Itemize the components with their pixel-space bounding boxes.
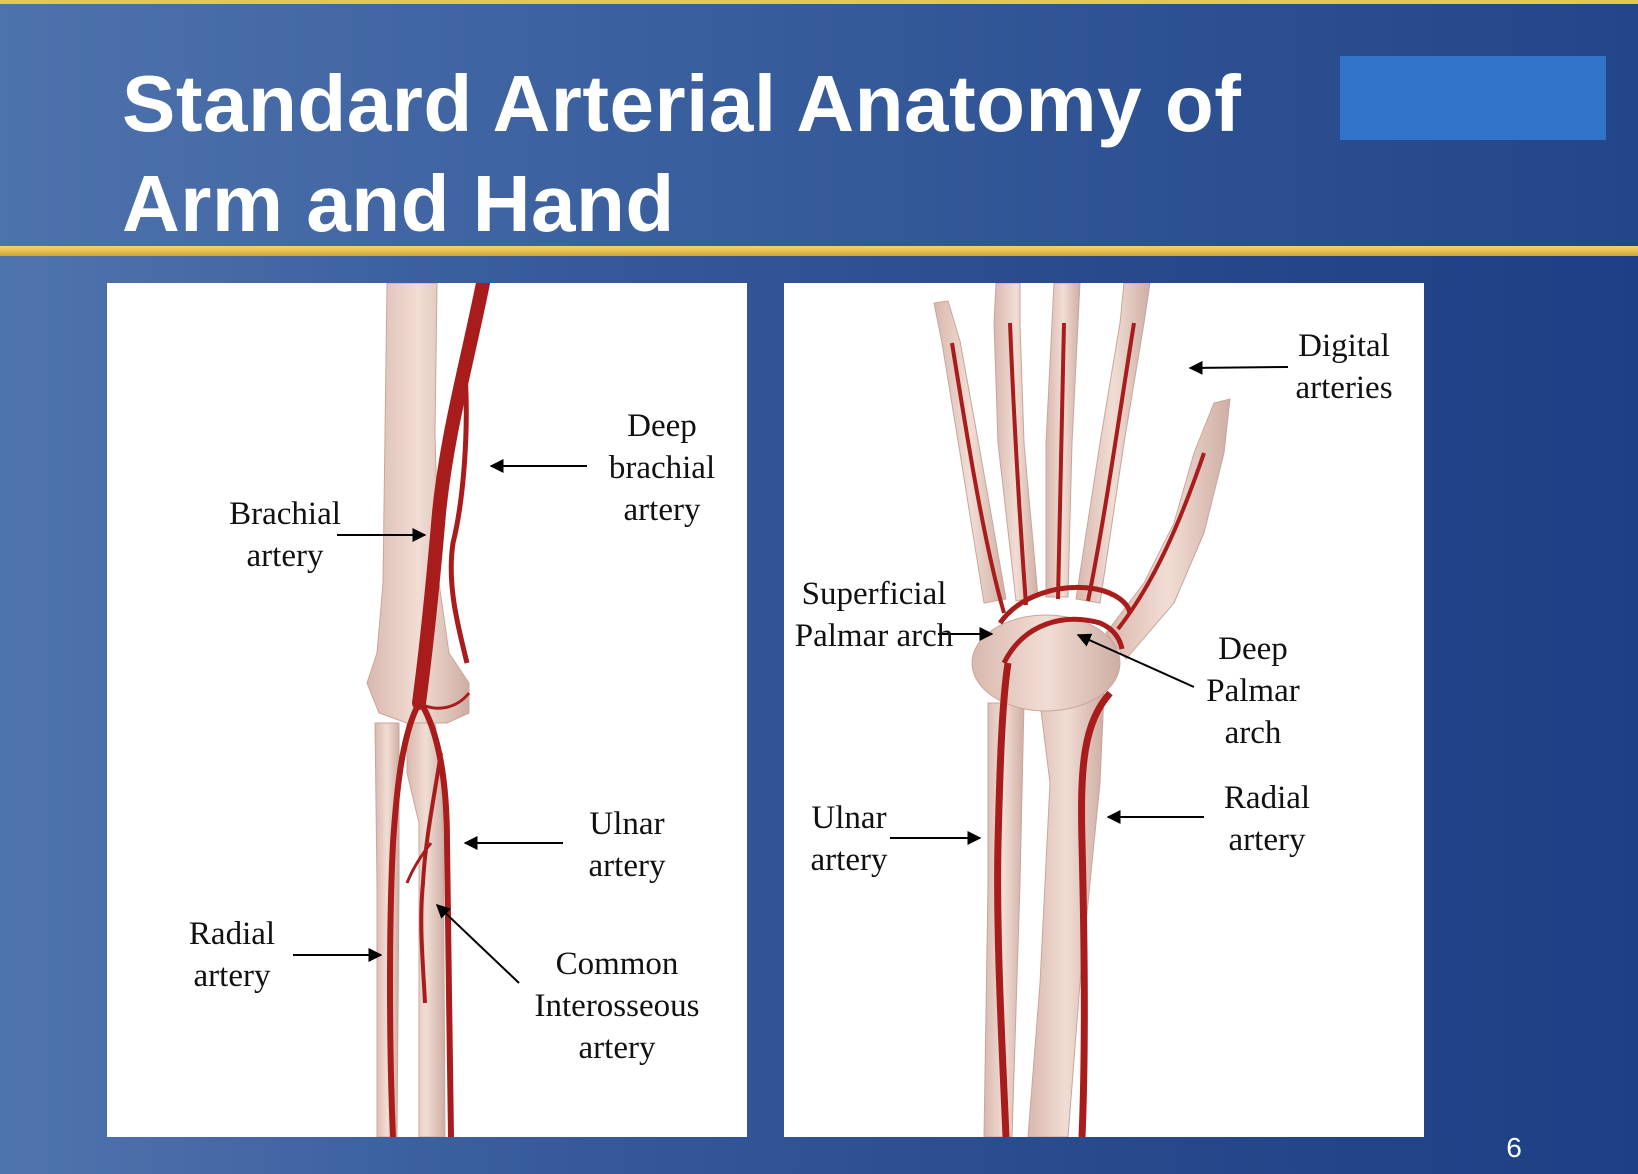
hand-illustration: [890, 283, 1289, 1137]
digital-artery-index: [1086, 322, 1136, 602]
label-superficial-palmar-arch: Superficial Palmar arch: [794, 576, 954, 654]
label-radial-artery: Radial artery: [1223, 780, 1311, 858]
digital-arteries-arrow: [1188, 360, 1289, 375]
slide-page-number: 6: [1506, 1132, 1522, 1163]
radial-artery: [1078, 690, 1113, 1137]
arm-diagram-panel: Brachial artery Deep brachial artery Uln…: [107, 283, 747, 1137]
deep-palmar-arch-arrow: [1076, 633, 1195, 688]
hand-diagram-panel: Digital arteries Superficial Palmar arch…: [784, 283, 1424, 1137]
deep-palmar-arch: [1001, 616, 1125, 665]
brachial-artery: [412, 283, 490, 710]
finger-index: [1075, 283, 1151, 604]
common-interosseous-artery: [419, 752, 443, 1004]
label-ulnar-artery: Ulnar artery: [810, 800, 888, 878]
ulna-bone: [406, 722, 446, 1137]
label-brachial-artery: Brachial artery: [229, 496, 341, 574]
digital-artery-ring: [1008, 322, 1028, 606]
ulnar-artery: [418, 701, 454, 1137]
ulnar-artery: [994, 662, 1012, 1137]
slide-title: Standard Arterial Anatomy of Arm and Han…: [122, 59, 1242, 248]
digital-artery-middle: [1056, 322, 1066, 600]
digital-artery-little: [950, 342, 1006, 614]
slide-header: Standard Arterial Anatomy of Arm and Han…: [0, 4, 1638, 248]
label-ulnar-artery: Ulnar artery: [588, 806, 666, 884]
label-radial-artery: Radial artery: [188, 916, 276, 994]
label-common-interosseous-artery: Common Interosseous artery: [534, 946, 700, 1066]
radial-artery: [387, 701, 422, 1137]
common-interosseous-arrow: [435, 904, 520, 984]
label-digital-arteries: Digital arteries: [1295, 328, 1393, 406]
label-deep-brachial-artery: Deep brachial artery: [608, 408, 716, 528]
digital-artery-thumb: [1116, 452, 1206, 631]
radius-bone: [1027, 692, 1105, 1137]
header-accent-box: [1340, 56, 1606, 140]
deep-brachial-artery: [448, 372, 470, 664]
top-accent-line: [0, 0, 1638, 4]
arm-illustration: [293, 283, 587, 1137]
header-gold-rule: [0, 246, 1638, 256]
label-deep-palmar-arch: Deep Palmar arch: [1206, 631, 1300, 751]
